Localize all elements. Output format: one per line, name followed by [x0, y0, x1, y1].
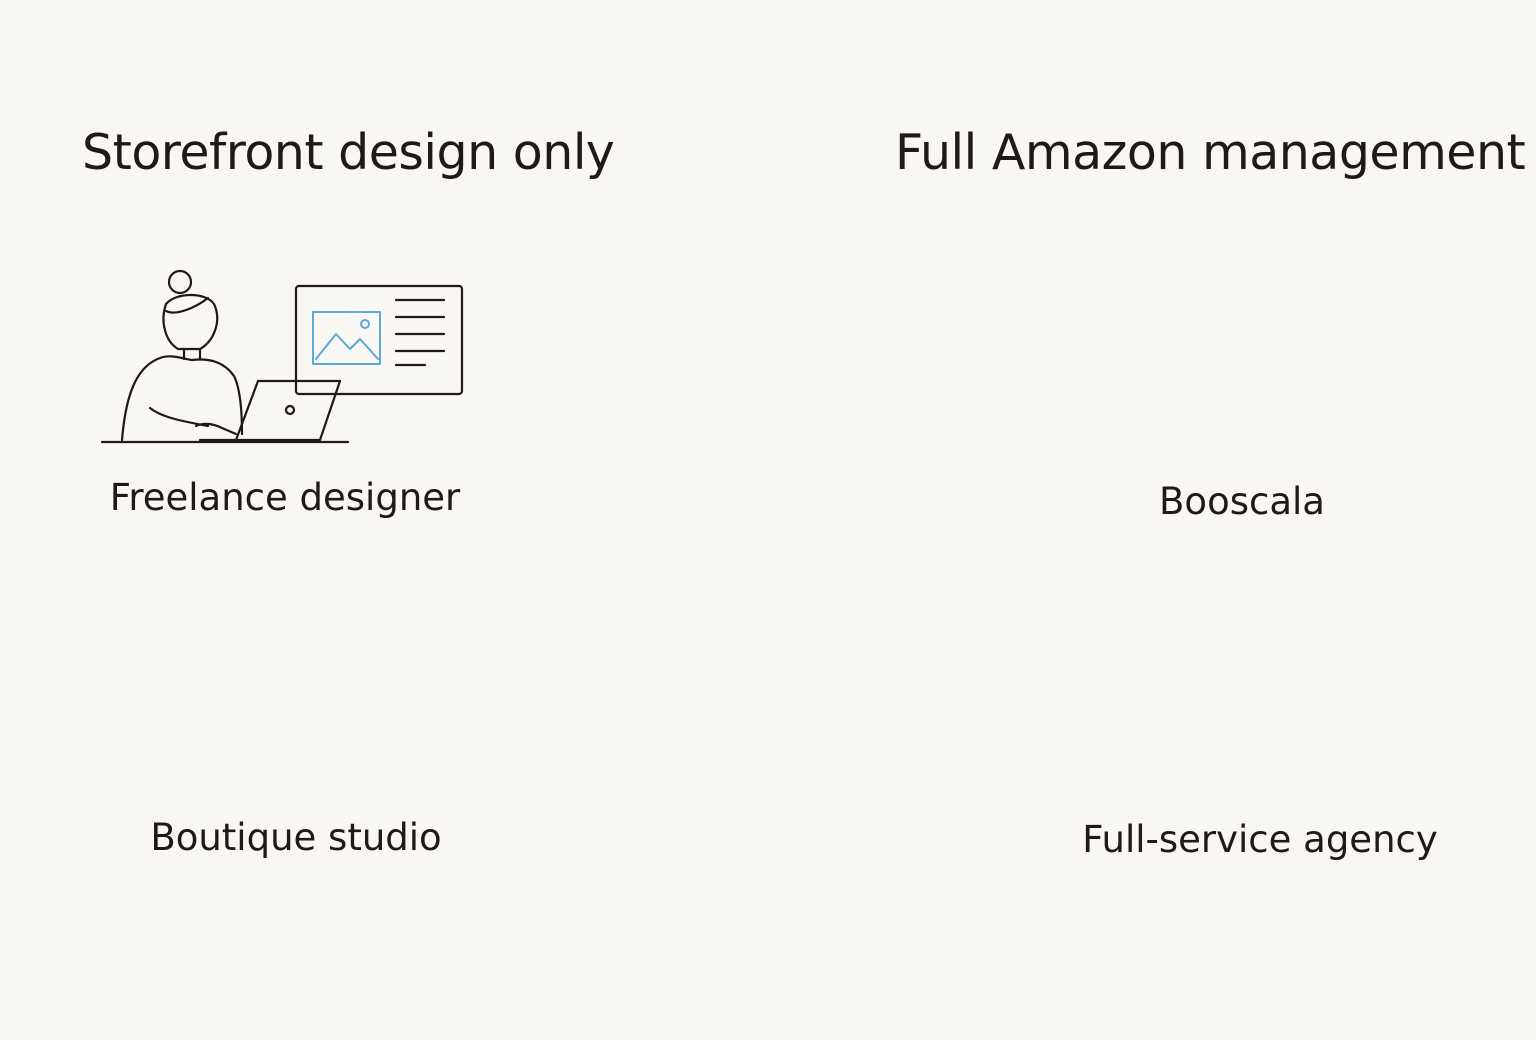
caption-boutique-studio: Boutique studio [150, 816, 442, 859]
diagram-canvas [100, 269, 464, 444]
caption-freelance-designer: Freelance designer [109, 476, 461, 519]
caption-booscala: Booscala [1159, 480, 1325, 523]
caption-full-service-agency: Full-service agency [1082, 818, 1438, 861]
image-icon [312, 311, 381, 365]
freelance-designer-illustration [100, 269, 464, 444]
heading-storefront-design-only: Storefront design only [82, 124, 615, 181]
heading-full-amazon-management: Full Amazon management [895, 124, 1526, 181]
